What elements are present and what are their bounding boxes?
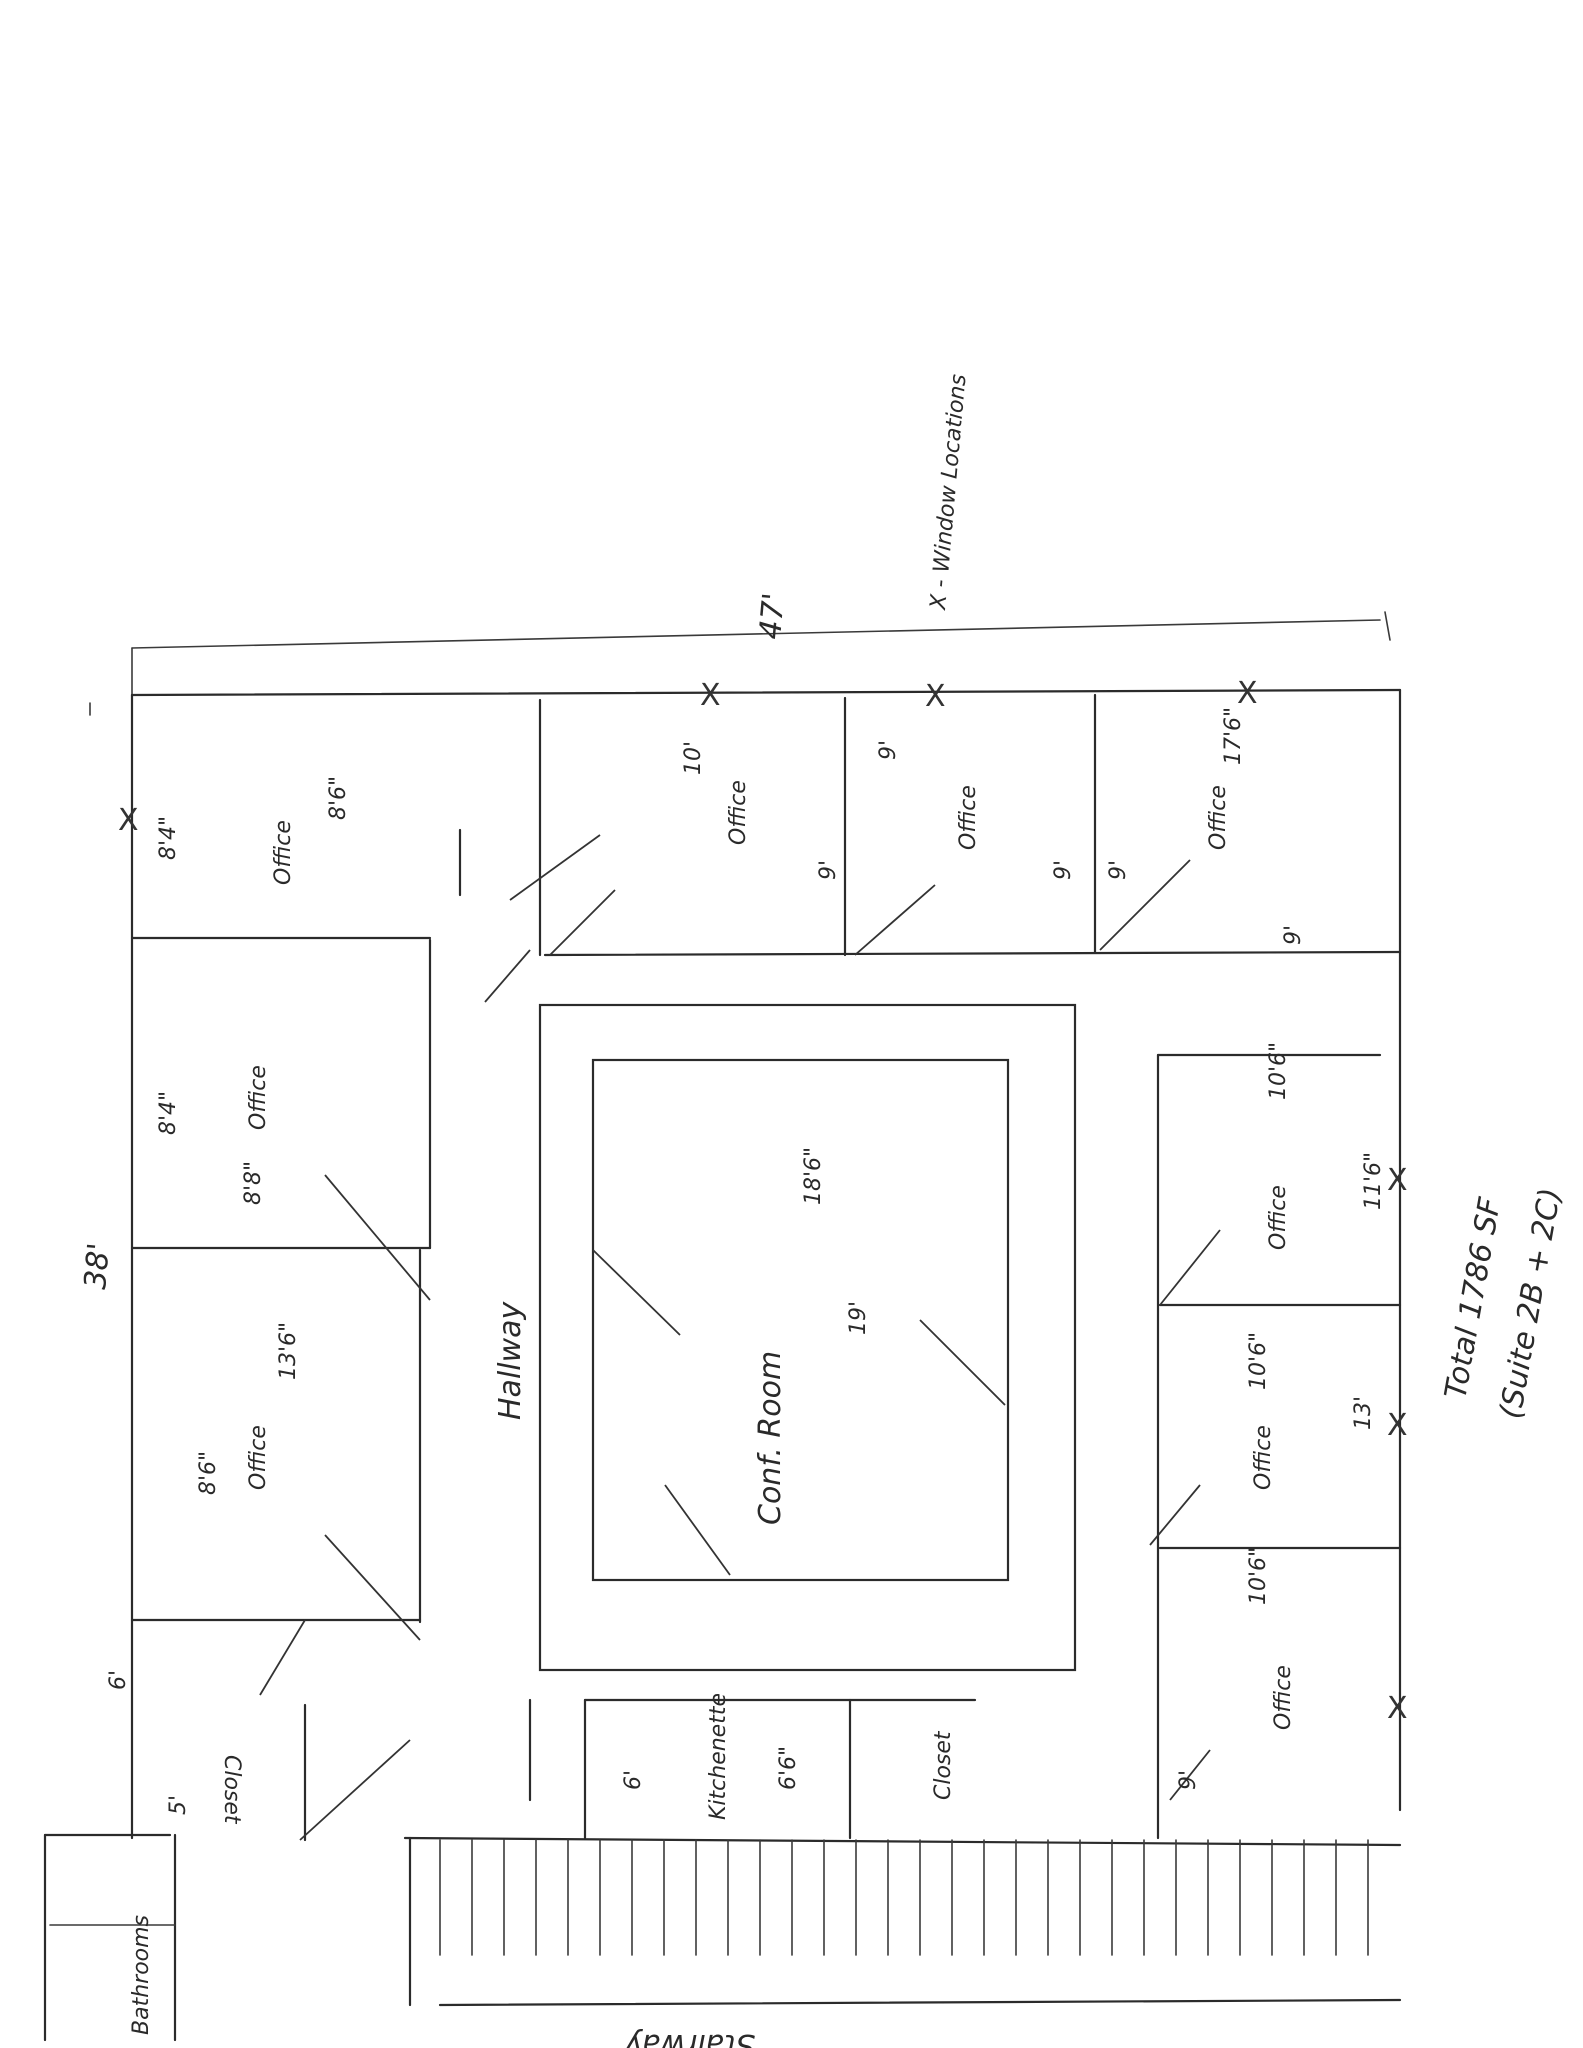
kitchen-dim-b: 6'6" [776,1746,801,1790]
bathroom-outline [43,1833,177,2042]
office-r3-label: Office [1271,1665,1296,1730]
office-r2-label: Office [1251,1425,1276,1490]
office-bl-dim-a: 13'6" [276,1322,301,1380]
office-ml-dim-b: 8'8" [241,1161,266,1205]
office-tr3-dim-a: 9' [1106,860,1131,880]
kitchen-dim-a: 6' [621,1770,646,1790]
labels: 47' 38' X - Window Locations Total 1786 … [78,373,1568,2048]
kitchenette-label: Kitchenette [706,1693,731,1820]
window-marks: X X X X X X X [118,676,1408,1726]
conference-room-walls [538,1003,1077,1672]
window-mark: X [925,679,946,714]
office-ml-label: Office [246,1065,271,1130]
office-tl-dim-b: 8'6" [326,776,351,820]
closet-top-label: Closet [219,1755,244,1825]
office-r2-dim-a: 10'6" [1246,1332,1271,1390]
office-tr2-dim-b: 9' [1051,860,1076,880]
office-tl-label: Office [271,820,296,885]
office-r1-label: Office [1266,1185,1291,1250]
total-area: Total 1786 SF [1438,1194,1508,1401]
window-legend: X - Window Locations [926,373,972,611]
office-tr1-dim-b: 9' [816,860,841,880]
stairway-outline [408,1836,1402,2007]
office-tr3-dim-c: 9' [1281,925,1306,945]
office-r1-dim-b: 11'6" [1361,1152,1386,1210]
office-tr1-dim-a: 10' [681,741,706,775]
window-mark: X [1387,1691,1408,1726]
window-mark: X [1237,676,1258,711]
closet-bottom-label: Closet [931,1730,956,1800]
window-mark: X [1387,1408,1408,1443]
office-r2-dim-b: 13' [1351,1396,1376,1430]
office-tr3-dim-b: 17'6" [1221,707,1246,765]
left-offices-walls [130,828,531,1842]
office-tr2-label: Office [956,785,981,850]
bottom-right-offices-walls [1149,1053,1402,1840]
office-bl-dim-b: 8'6" [196,1451,221,1495]
outer-walls [130,688,1402,1847]
kitchenette-walls [528,1698,977,1840]
stairway-treads [439,1839,1369,1956]
office-bl-label: Office [246,1425,271,1490]
office-tr1-label: Office [726,780,751,845]
width-dimension: 47' [753,591,792,640]
stairway-label: Stairway [623,2027,755,2048]
conf-dim-a: 18'6" [801,1147,826,1205]
closet-top-dim-a: 6' [106,1670,131,1690]
conf-room-label: Conf. Room [753,1351,788,1525]
office-r1-dim-a: 10'6" [1266,1042,1291,1100]
office-ml-dim-a: 8'4" [156,1091,181,1135]
closet-top-dim-b: 5' [166,1795,191,1815]
depth-dimension: 38' [78,1241,117,1290]
window-mark: X [118,803,139,838]
bathrooms-label: Bathrooms [129,1915,154,2035]
window-mark: X [1387,1163,1408,1198]
office-tr3-label: Office [1206,785,1231,850]
window-mark: X [700,678,721,713]
office-r3-dim-b: 9' [1176,1770,1201,1790]
conf-dim-b: 19' [846,1301,871,1335]
hallway-label: Hallway [493,1300,528,1420]
office-tr2-dim-a: 9' [876,740,901,760]
office-tl-dim-a: 8'4" [156,816,181,860]
office-r3-dim-a: 10'6" [1246,1547,1271,1605]
top-right-offices-walls [509,693,1402,957]
